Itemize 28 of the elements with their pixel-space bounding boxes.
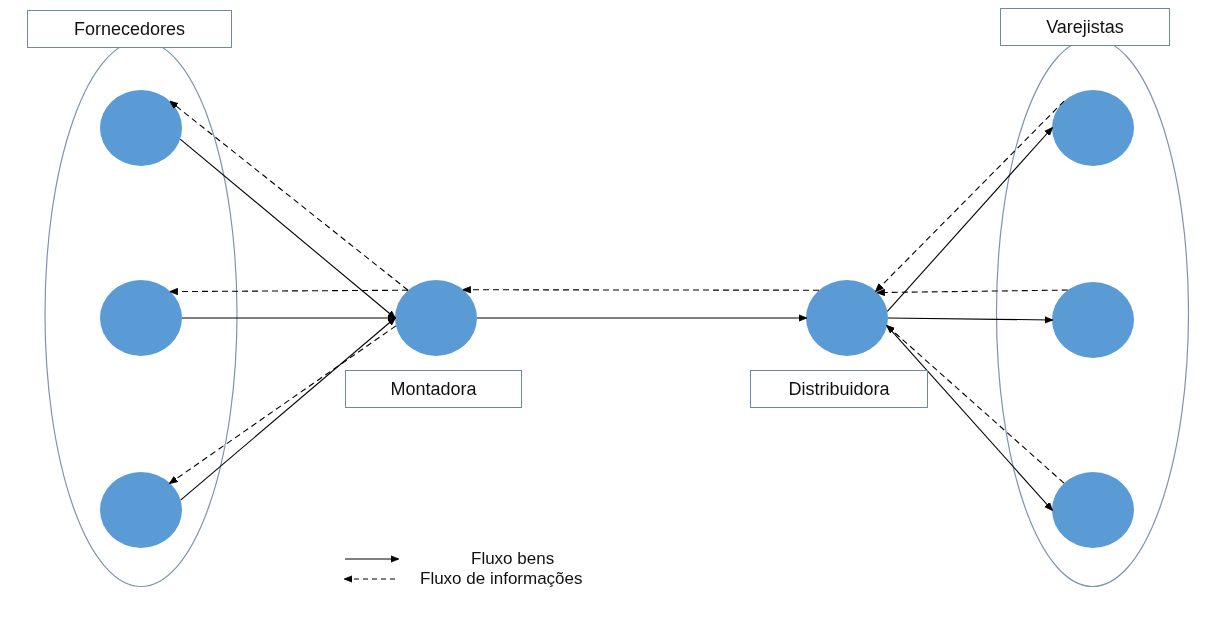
legend-text: Fluxo bens <box>471 548 555 570</box>
node-label: Distribuidora <box>750 370 928 408</box>
dashed-arrow <box>886 324 1065 484</box>
node-circle <box>395 280 477 356</box>
arrow <box>180 317 396 501</box>
node-circle <box>1052 472 1134 548</box>
group-ellipse <box>27 8 238 588</box>
group-ellipse <box>995 6 1192 588</box>
dashed-arrow <box>169 287 409 296</box>
node-circle <box>100 280 182 356</box>
legend-text: Fluxo de informações <box>420 568 583 590</box>
dashed-arrow <box>169 100 409 291</box>
dashed-arrow <box>168 325 397 484</box>
node-label: Montadora <box>345 370 522 408</box>
group-heading: Fornecedores <box>27 10 232 48</box>
dashed-arrow <box>876 288 1069 297</box>
node-circle <box>100 472 182 548</box>
node-circle <box>1052 90 1134 166</box>
group-heading: Varejistas <box>1000 8 1170 46</box>
node-circle <box>100 90 182 166</box>
arrow <box>179 138 396 319</box>
dashed-arrow <box>875 100 1065 293</box>
dashed-arrow <box>462 286 820 294</box>
node-circle <box>806 280 888 356</box>
arrow <box>887 316 1054 324</box>
node-circle <box>1052 282 1134 358</box>
arrow <box>886 127 1053 312</box>
arrow <box>476 314 808 322</box>
